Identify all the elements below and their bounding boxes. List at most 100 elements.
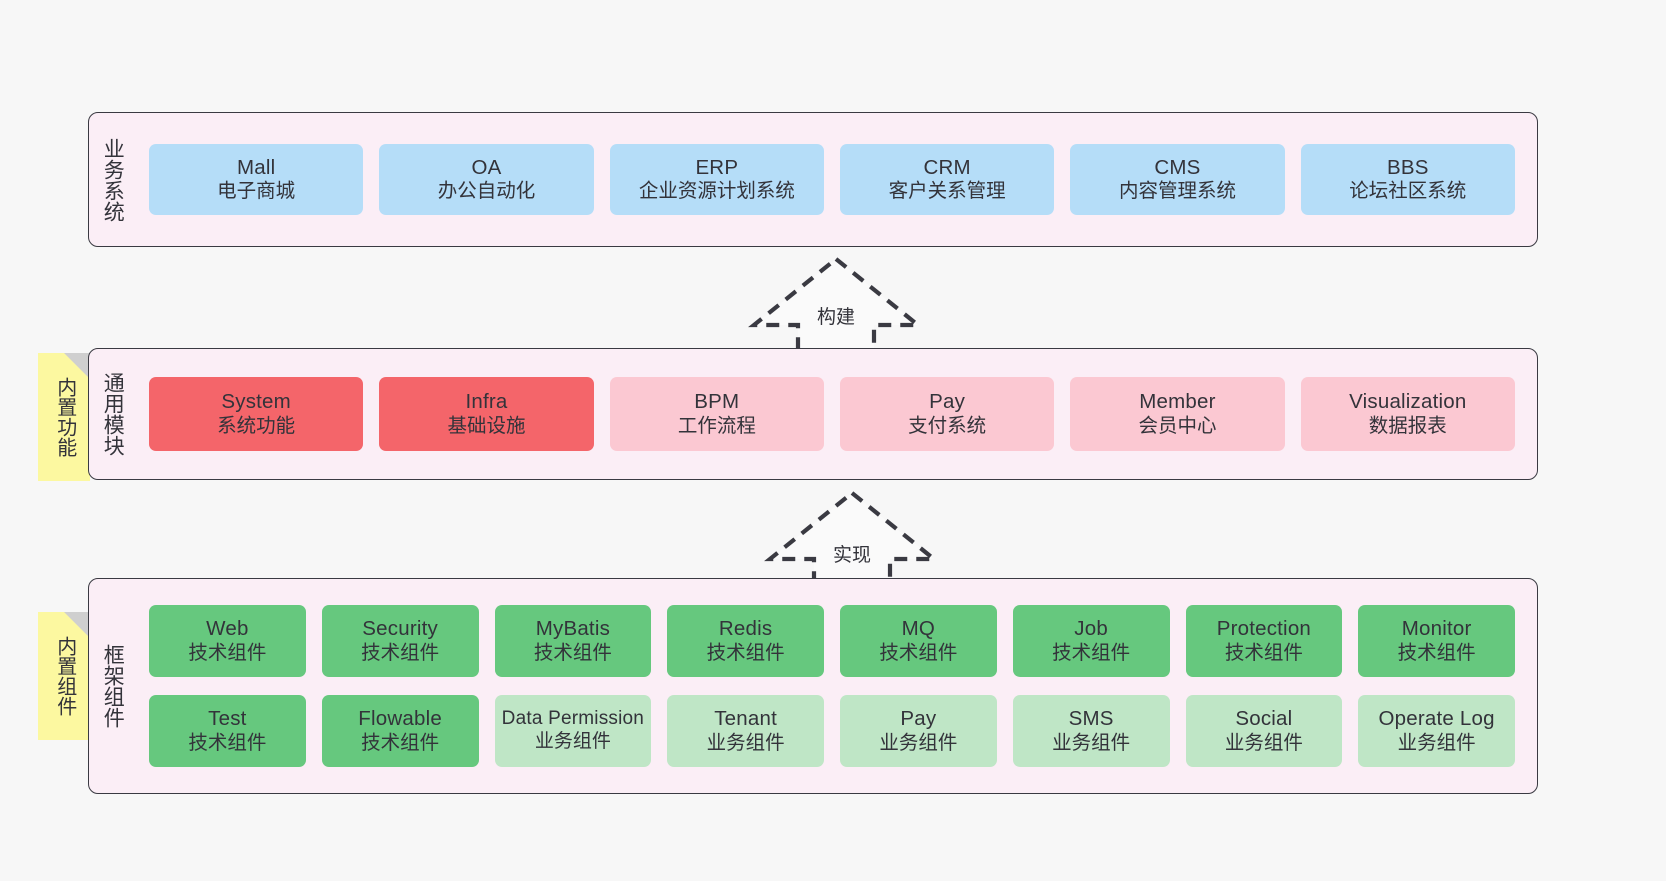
node-bpm[interactable]: BPM 工作流程 bbox=[609, 377, 824, 451]
node-mq[interactable]: MQ 技术组件 bbox=[840, 605, 997, 677]
node-flowable[interactable]: Flowable 技术组件 bbox=[321, 695, 479, 767]
node-test[interactable]: Test 技术组件 bbox=[149, 695, 306, 767]
node-cell: BBS 论坛社区系统 bbox=[1293, 144, 1523, 215]
node-title-cn: 会员中心 bbox=[1138, 414, 1217, 437]
sticky-fold-corner bbox=[64, 612, 90, 638]
layer-common-module-body: System 系统功能 Infra 基础设施 BPM 工作流程 Pay bbox=[135, 349, 1537, 479]
layer-business-system-body: Mall 电子商城 OA 办公自动化 ERP 企业资源计划系统 CRM bbox=[135, 113, 1537, 246]
layer-common-module-title: 通用模块 bbox=[101, 372, 125, 456]
node-cell: Tenant 业务组件 bbox=[659, 695, 832, 767]
node-title-cn: 系统功能 bbox=[217, 414, 296, 437]
node-title-en: MQ bbox=[901, 617, 936, 640]
node-title-cn: 技术组件 bbox=[188, 641, 267, 664]
node-crm[interactable]: CRM 客户关系管理 bbox=[839, 144, 1055, 215]
node-cell: System 系统功能 bbox=[141, 377, 371, 451]
node-title-cn: 办公自动化 bbox=[437, 180, 536, 203]
node-title-cn: 技术组件 bbox=[533, 641, 612, 664]
node-title-cn: 基础设施 bbox=[447, 414, 526, 437]
node-title-cn: 业务组件 bbox=[879, 731, 958, 754]
node-title-en: SMS bbox=[1068, 707, 1114, 730]
node-title-en: Protection bbox=[1216, 617, 1312, 640]
node-title-en: Mall bbox=[236, 155, 276, 179]
node-title-en: CMS bbox=[1154, 155, 1201, 179]
layer-business-system: 业务系统 Mall 电子商城 OA 办公自动化 ERP 企业资源计划系统 bbox=[88, 112, 1538, 247]
node-title-en: Infra bbox=[465, 390, 508, 413]
node-pay-module[interactable]: Pay 支付系统 bbox=[839, 377, 1055, 451]
node-operate-log[interactable]: Operate Log 业务组件 bbox=[1358, 695, 1515, 767]
layer-framework-component-title: 框架组件 bbox=[101, 644, 125, 728]
node-oa[interactable]: OA 办公自动化 bbox=[379, 144, 594, 215]
node-title-en: MyBatis bbox=[535, 617, 611, 640]
node-title-cn: 技术组件 bbox=[1397, 641, 1476, 664]
node-job[interactable]: Job 技术组件 bbox=[1012, 605, 1170, 677]
node-cell: OA 办公自动化 bbox=[371, 144, 601, 215]
node-title-en: Pay bbox=[929, 390, 966, 413]
node-title-cn: 技术组件 bbox=[1224, 641, 1303, 664]
node-title-cn: 技术组件 bbox=[361, 731, 440, 754]
node-cell: Job 技术组件 bbox=[1005, 605, 1178, 677]
node-security[interactable]: Security 技术组件 bbox=[321, 605, 479, 677]
node-title-en: OA bbox=[471, 155, 502, 179]
node-title-en: Pay bbox=[900, 707, 937, 730]
node-title-cn: 电子商城 bbox=[217, 180, 296, 203]
framework-row-technical: Web 技术组件 Security 技术组件 MyBatis 技术组件 Redi… bbox=[141, 605, 1523, 677]
node-title-cn: 内容管理系统 bbox=[1118, 180, 1236, 203]
node-erp[interactable]: ERP 企业资源计划系统 bbox=[609, 144, 824, 215]
node-title-en: Redis bbox=[718, 617, 773, 640]
node-title-en: Member bbox=[1139, 390, 1216, 413]
node-mybatis[interactable]: MyBatis 技术组件 bbox=[494, 605, 652, 677]
node-title-cn: 业务组件 bbox=[534, 731, 611, 752]
sticky-note-builtin-component: 内置组件 bbox=[38, 612, 90, 740]
sticky-note-builtin-function: 内置功能 bbox=[38, 353, 90, 481]
node-title-en: System bbox=[221, 390, 291, 413]
node-cell: ERP 企业资源计划系统 bbox=[602, 144, 832, 215]
node-title-cn: 企业资源计划系统 bbox=[638, 180, 795, 203]
node-title-en: Data Permission bbox=[501, 708, 645, 730]
node-title-en: Web bbox=[206, 617, 249, 640]
node-pay-component[interactable]: Pay 业务组件 bbox=[840, 695, 997, 767]
layer-framework-component-body: Web 技术组件 Security 技术组件 MyBatis 技术组件 Redi… bbox=[135, 579, 1537, 793]
node-title-cn: 业务组件 bbox=[1052, 731, 1131, 754]
node-mall[interactable]: Mall 电子商城 bbox=[149, 144, 364, 215]
node-title-cn: 技术组件 bbox=[706, 641, 785, 664]
node-title-en: BPM bbox=[694, 390, 740, 413]
node-cell: Web 技术组件 bbox=[141, 605, 314, 677]
node-visualization[interactable]: Visualization 数据报表 bbox=[1300, 377, 1515, 451]
node-title-cn: 技术组件 bbox=[188, 731, 267, 754]
node-cell: Operate Log 业务组件 bbox=[1350, 695, 1523, 767]
node-title-en: Operate Log bbox=[1378, 707, 1495, 730]
node-cell: Data Permission 业务组件 bbox=[487, 695, 660, 767]
node-system[interactable]: System 系统功能 bbox=[149, 377, 364, 451]
node-tenant[interactable]: Tenant 业务组件 bbox=[667, 695, 824, 767]
node-cms[interactable]: CMS 内容管理系统 bbox=[1070, 144, 1285, 215]
node-cell: SMS 业务组件 bbox=[1005, 695, 1178, 767]
node-member[interactable]: Member 会员中心 bbox=[1070, 377, 1285, 451]
node-bbs[interactable]: BBS 论坛社区系统 bbox=[1300, 144, 1515, 215]
node-cell: MQ 技术组件 bbox=[832, 605, 1005, 677]
node-title-cn: 技术组件 bbox=[361, 641, 440, 664]
node-cell: Pay 支付系统 bbox=[832, 377, 1062, 451]
node-cell: Protection 技术组件 bbox=[1178, 605, 1351, 677]
node-cell: Pay 业务组件 bbox=[832, 695, 1005, 767]
sticky-note-label: 内置功能 bbox=[53, 377, 76, 457]
layer-common-module: 通用模块 System 系统功能 Infra 基础设施 BPM 工作流程 bbox=[88, 348, 1538, 480]
common-module-row: System 系统功能 Infra 基础设施 BPM 工作流程 Pay bbox=[141, 377, 1523, 451]
layer-framework-component: 框架组件 Web 技术组件 Security 技术组件 MyBatis 技术组件 bbox=[88, 578, 1538, 794]
node-infra[interactable]: Infra 基础设施 bbox=[379, 377, 594, 451]
node-social[interactable]: Social 业务组件 bbox=[1185, 695, 1343, 767]
node-title-en: CRM bbox=[923, 155, 971, 179]
node-protection[interactable]: Protection 技术组件 bbox=[1185, 605, 1343, 677]
node-title-cn: 业务组件 bbox=[706, 731, 785, 754]
node-title-cn: 支付系统 bbox=[908, 414, 987, 437]
node-cell: Member 会员中心 bbox=[1062, 377, 1292, 451]
node-data-permission[interactable]: Data Permission 业务组件 bbox=[494, 695, 652, 767]
node-web[interactable]: Web 技术组件 bbox=[149, 605, 306, 677]
node-cell: Infra 基础设施 bbox=[371, 377, 601, 451]
node-title-cn: 业务组件 bbox=[1397, 731, 1476, 754]
sticky-note-label: 内置组件 bbox=[53, 636, 76, 716]
node-monitor[interactable]: Monitor 技术组件 bbox=[1358, 605, 1515, 677]
node-sms[interactable]: SMS 业务组件 bbox=[1012, 695, 1170, 767]
node-cell: Redis 技术组件 bbox=[659, 605, 832, 677]
node-redis[interactable]: Redis 技术组件 bbox=[667, 605, 824, 677]
node-title-en: Social bbox=[1235, 707, 1293, 730]
